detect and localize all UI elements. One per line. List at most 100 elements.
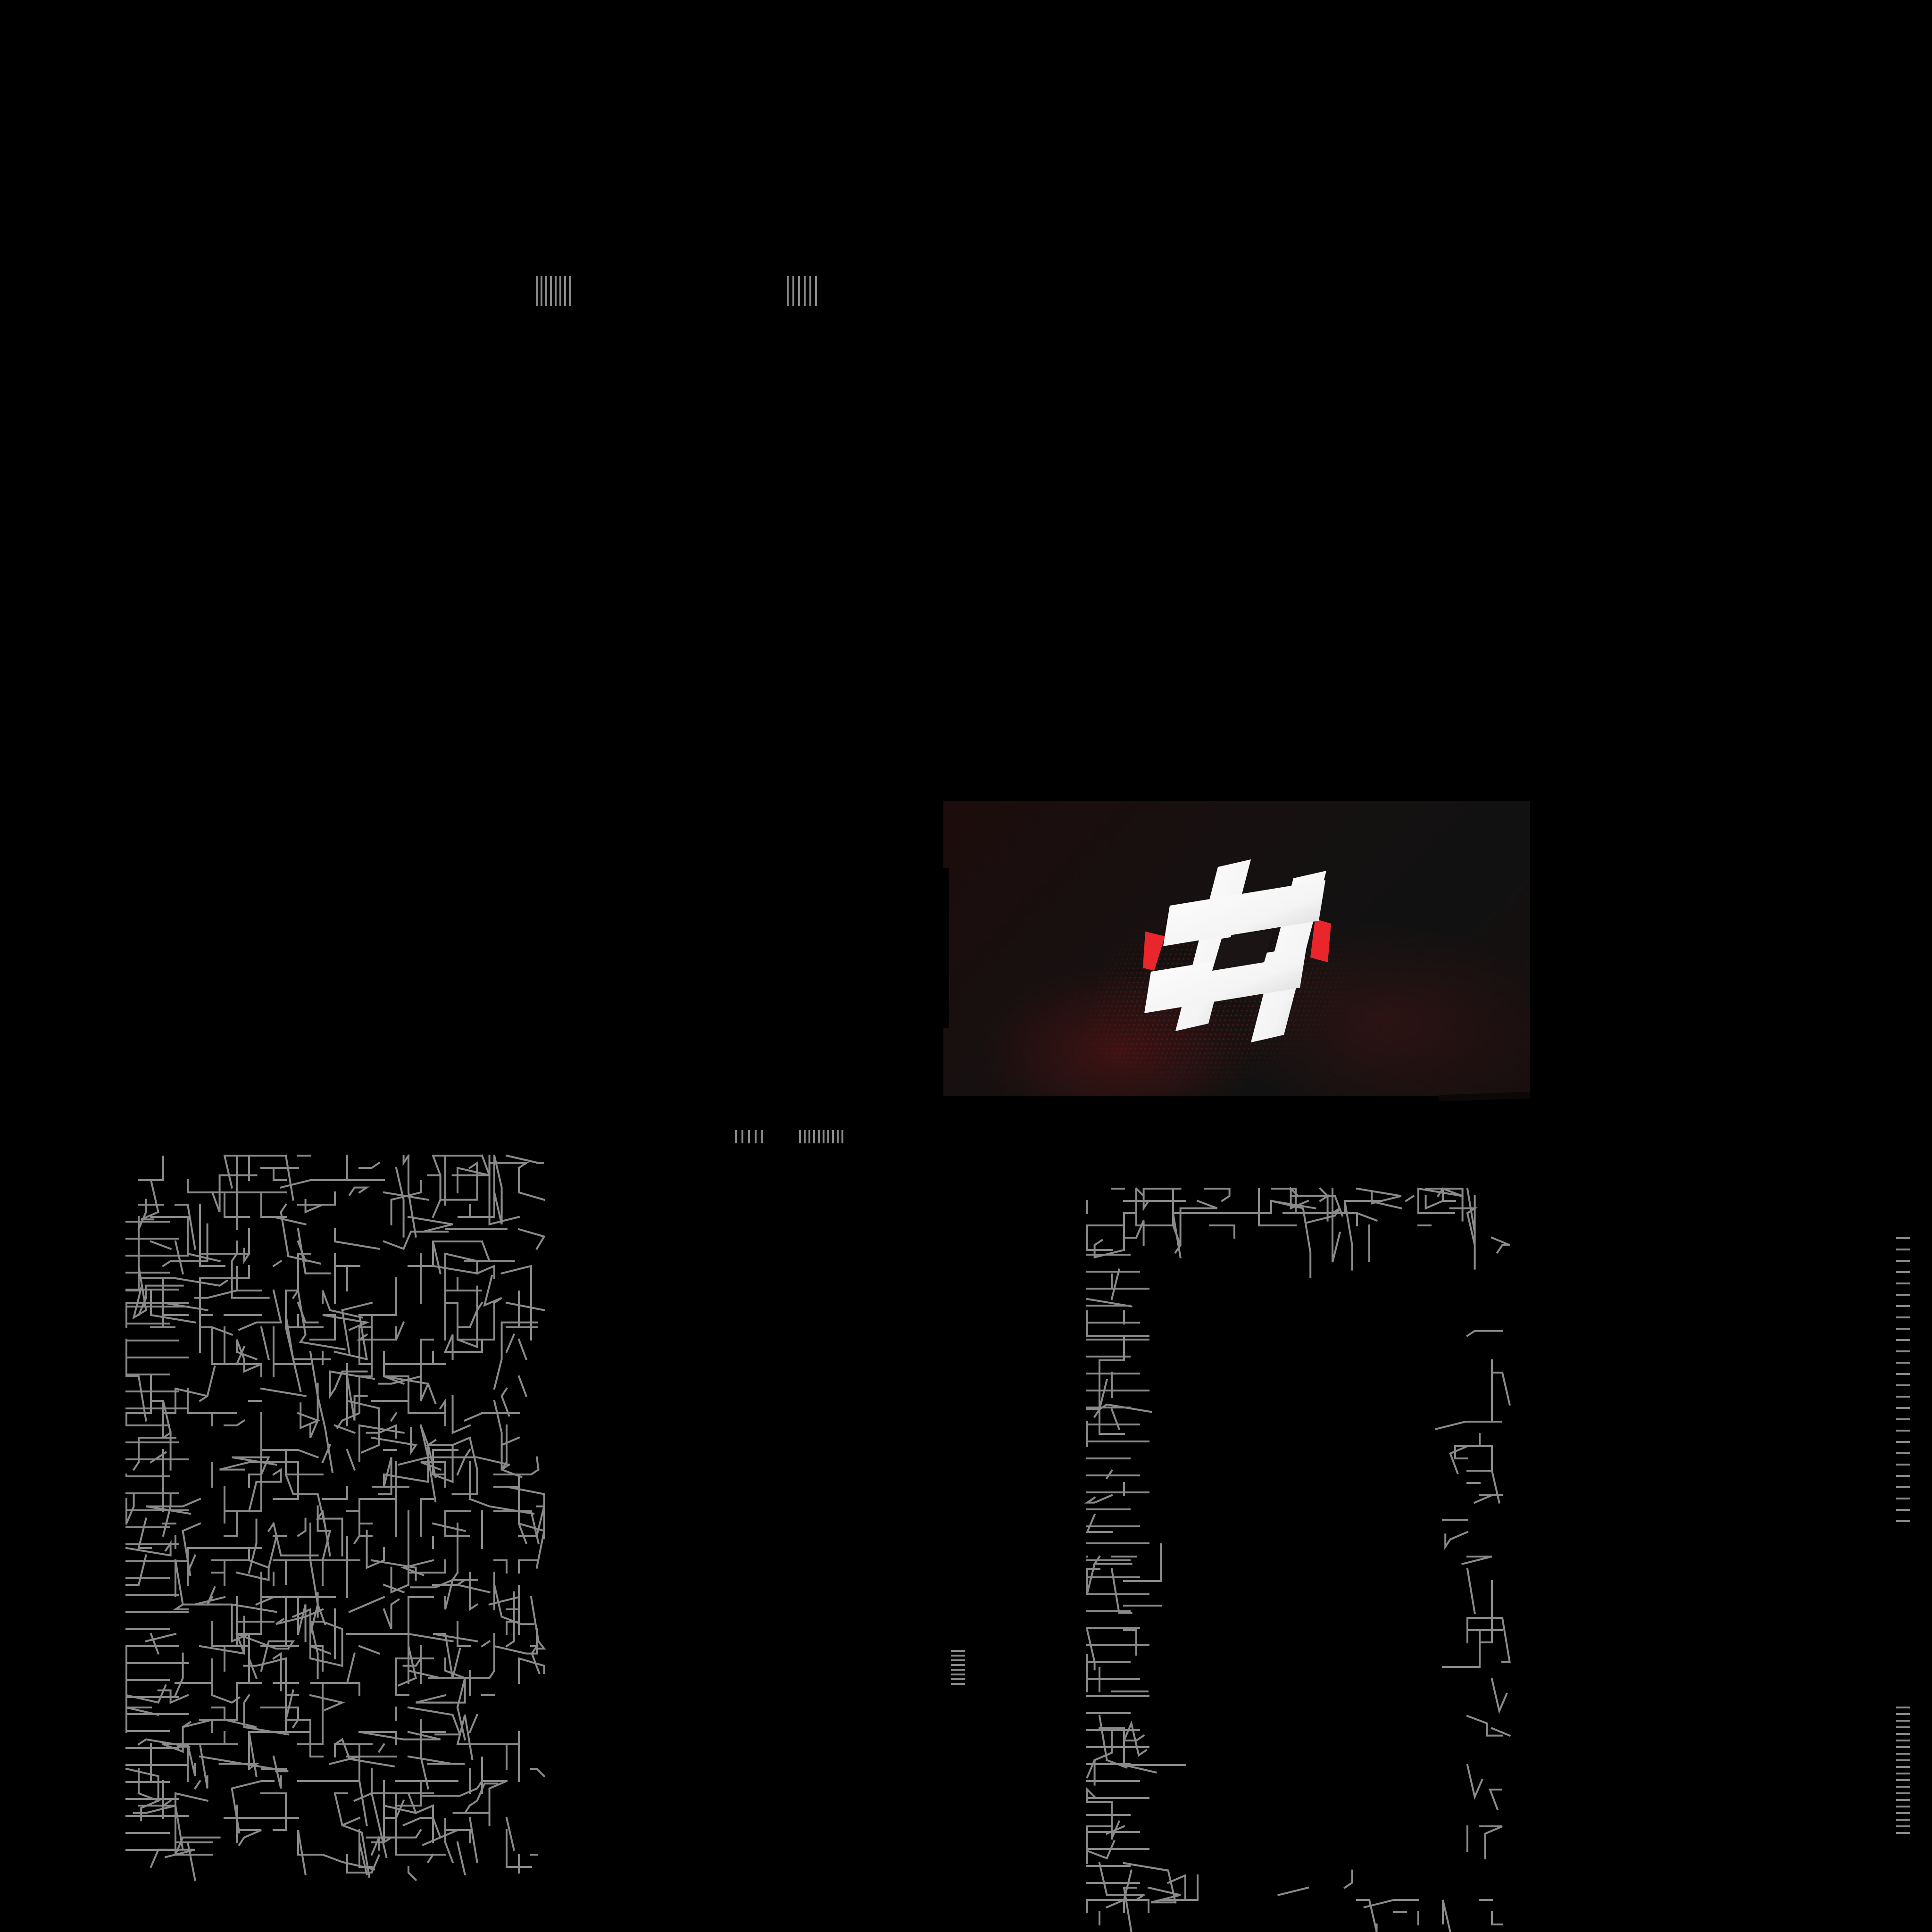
circuit-trace — [378, 1457, 392, 1495]
circuit-trace — [468, 1309, 478, 1348]
circuit-trace — [456, 1715, 495, 1760]
circuit-trace — [463, 1412, 483, 1422]
circuit-trace — [187, 1658, 213, 1696]
circuit-trace — [370, 1427, 417, 1456]
circuit-trace — [235, 1632, 290, 1650]
circuit-trace — [125, 1554, 148, 1586]
circuit-trace — [231, 1780, 275, 1834]
circuit-trace — [481, 1780, 507, 1826]
circuit-trace — [1466, 1330, 1503, 1337]
circuit-trace — [248, 1518, 258, 1574]
circuit-trace — [1491, 1678, 1508, 1715]
circuit-trace — [1123, 1734, 1145, 1741]
circuit-trace — [333, 1424, 356, 1434]
circuit-trace — [408, 1559, 446, 1574]
circuit-trace — [333, 1738, 395, 1768]
circuit-trace — [297, 1854, 375, 1871]
circuit-trace — [1466, 1764, 1483, 1800]
circuit-trace — [137, 1199, 147, 1231]
circuit-trace — [468, 1816, 478, 1863]
circuit-trace — [402, 1655, 422, 1684]
circuit-trace — [359, 1731, 405, 1745]
circuit-trace — [285, 1449, 324, 1475]
circuit-trace — [1147, 1886, 1181, 1904]
circuit-trace — [366, 1530, 385, 1569]
circuit-trace — [236, 1339, 246, 1361]
circuit-trace — [1142, 1188, 1182, 1212]
hashtag-glyph — [1144, 859, 1326, 1042]
circuit-trace — [407, 1792, 417, 1815]
circuit-trace — [235, 1616, 262, 1654]
circuit-trace — [518, 1167, 546, 1201]
circuit-trace — [1160, 1874, 1199, 1901]
circuit-trace — [248, 1474, 262, 1488]
circuit-trace — [162, 1223, 208, 1267]
circuit-trace — [1123, 1335, 1149, 1361]
circuit-trace — [420, 1498, 434, 1537]
circuit-trace — [284, 1689, 311, 1721]
circuit-trace — [1086, 1563, 1100, 1594]
circuit-trace — [297, 1191, 336, 1206]
circuit-trace — [125, 1302, 164, 1328]
circuit-trace — [1343, 1199, 1353, 1271]
circuit-trace — [199, 1755, 289, 1773]
circuit-trace — [457, 1277, 482, 1291]
circuit-trace — [383, 1583, 405, 1594]
circuit-trace — [272, 1755, 282, 1789]
circuit-trace — [334, 1228, 380, 1250]
circuit-trace — [273, 1792, 287, 1831]
circuit-trace — [444, 1302, 458, 1341]
circuit-trace — [439, 1398, 446, 1426]
circuit-trace — [1135, 1187, 1145, 1198]
circuit-trace — [517, 1338, 528, 1361]
circuit-trace — [231, 1604, 250, 1643]
circuit-trace — [358, 1424, 405, 1462]
circuit-trace — [469, 1572, 479, 1611]
circuit-trace — [1086, 1310, 1125, 1337]
circuit-trace — [1246, 1199, 1316, 1214]
circuit-trace — [444, 1339, 483, 1353]
circuit-trace — [297, 1517, 307, 1537]
circuit-trace — [1454, 1445, 1468, 1459]
circuit-trace — [272, 1651, 282, 1691]
circuit-trace — [451, 1395, 471, 1434]
circuit-trace — [444, 1632, 461, 1679]
circuit-trace — [359, 1498, 397, 1537]
circuit-trace — [1209, 1224, 1235, 1239]
circuit-trace — [483, 1274, 502, 1307]
circuit-trace — [410, 1571, 459, 1589]
circuit-trace — [297, 1830, 307, 1875]
circuit-trace — [1092, 1555, 1133, 1565]
circuit-trace — [260, 1326, 270, 1360]
circuit-trace — [1166, 1874, 1186, 1901]
circuit-trace — [1105, 1469, 1113, 1480]
circuit-trace — [408, 1155, 417, 1238]
circuit-trace — [518, 1291, 538, 1328]
circuit-trace — [273, 1167, 287, 1181]
circuit-trace — [285, 1559, 311, 1585]
circuit-trace — [1479, 1825, 1503, 1859]
circuit-trace — [248, 1481, 258, 1513]
circuit-trace — [267, 1522, 275, 1532]
circuit-trace — [530, 1768, 546, 1778]
circuit-trace — [358, 1161, 381, 1169]
circuit-trace — [468, 1498, 535, 1515]
circuit-trace — [255, 1467, 282, 1483]
circuit-trace — [1086, 1840, 1116, 1860]
circuit-trace — [500, 1387, 510, 1417]
circuit-trace — [322, 1314, 370, 1331]
circuit-trace — [1290, 1186, 1309, 1210]
circuit-trace — [333, 1350, 368, 1360]
circuit-trace — [309, 1382, 319, 1438]
circuit-trace — [397, 1449, 471, 1466]
circuit-trace — [444, 1829, 471, 1843]
circuit-trace — [297, 1228, 331, 1274]
circuit-trace — [194, 1289, 238, 1299]
circuit-trace — [1436, 1187, 1444, 1198]
circuit-trace — [199, 1645, 245, 1655]
circuit-trace — [297, 1301, 319, 1324]
circuit-trace — [348, 1186, 370, 1196]
circuit-trace — [1204, 1188, 1231, 1202]
